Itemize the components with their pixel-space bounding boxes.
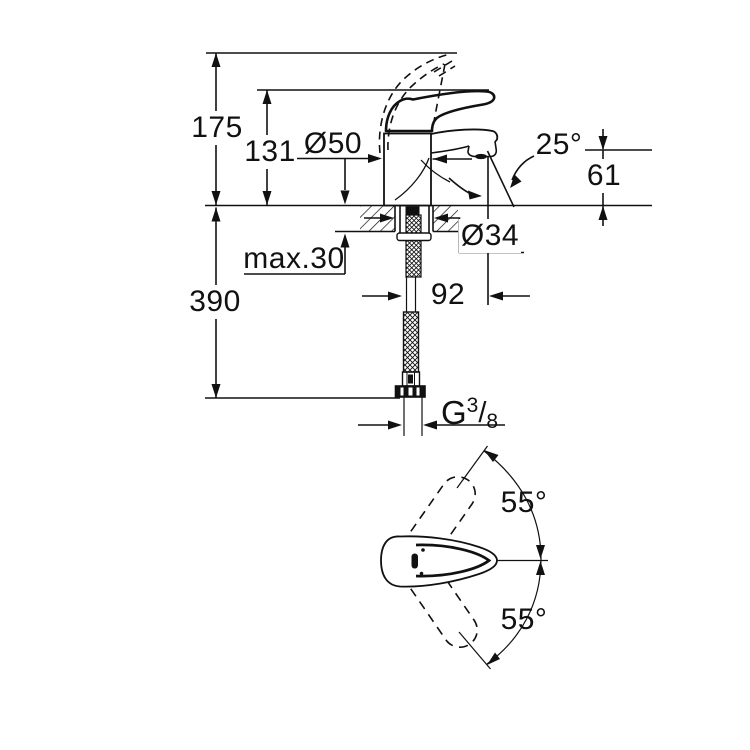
mounting-deck <box>335 205 458 233</box>
dim-label-swivel-lower: 55° <box>500 603 548 636</box>
faucet-front-view <box>378 53 499 207</box>
dim-label-thread-size: G3/8 <box>441 389 498 439</box>
dim-label-hose-length: 390 <box>187 285 243 319</box>
dim-label-max-deck-thickness: max.30 <box>243 242 345 275</box>
mounting-shank <box>396 192 432 278</box>
thread-denominator: 8 <box>486 410 499 433</box>
raised-handle-dashed <box>378 53 456 154</box>
thread-numerator: 3 <box>466 394 479 417</box>
dim-label-spout-reach: 92 <box>430 278 466 311</box>
dim-label-spout-angle: 25° <box>535 128 583 161</box>
handle-rotated-dashed <box>401 476 478 648</box>
thread-prefix: G <box>441 394 467 431</box>
dim-label-lever-height: 131 <box>243 135 297 169</box>
handle-top-view <box>380 445 548 670</box>
thread-slash: / <box>478 397 487 429</box>
dim-label-overall-height: 175 <box>190 111 244 145</box>
dim-label-hole-diameter: Ø34 <box>459 219 521 253</box>
supply-hose <box>394 277 426 436</box>
dim-label-spout-height: 61 <box>586 159 622 193</box>
dim-label-swivel-upper: 55° <box>500 486 548 519</box>
dim-label-base-diameter: Ø50 <box>303 127 363 160</box>
